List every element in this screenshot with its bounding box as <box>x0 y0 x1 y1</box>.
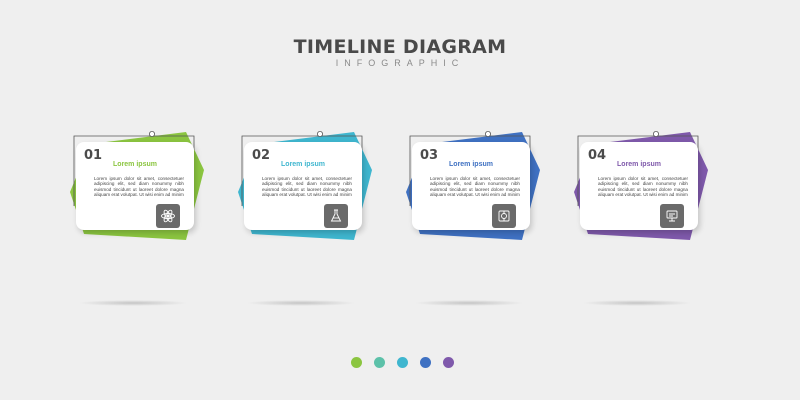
step-4-number: 04 <box>588 148 607 163</box>
timeline-step-1: 01 Lorem ipsum Lorem ipsum dolor sit ame… <box>68 128 208 243</box>
step-1-floor-shadow <box>78 300 188 306</box>
step-3-outline <box>409 135 531 206</box>
step-3-body: Lorem ipsum dolor sit amet, consectetuer… <box>430 176 520 198</box>
step-4-heading: Lorem ipsum <box>617 161 661 168</box>
timeline-step-4: 04 Lorem ipsum Lorem ipsum dolor sit ame… <box>572 128 712 243</box>
step-1-card: 01 Lorem ipsum Lorem ipsum dolor sit ame… <box>76 142 194 230</box>
step-4-pin <box>653 131 660 137</box>
atom-icon <box>156 204 180 228</box>
color-dot-2 <box>374 357 385 368</box>
timeline-step-3: 03 Lorem ipsum Lorem ipsum dolor sit ame… <box>404 128 544 243</box>
step-3-pin <box>485 131 492 137</box>
chemistry-icon <box>492 204 516 228</box>
color-dot-1 <box>351 357 362 368</box>
step-3-card: 03 Lorem ipsum Lorem ipsum dolor sit ame… <box>412 142 530 230</box>
step-2-outline <box>241 135 363 206</box>
step-2-body: Lorem ipsum dolor sit amet, consectetuer… <box>262 176 352 198</box>
microscope-icon <box>660 204 684 228</box>
step-2-floor-shadow <box>246 300 356 306</box>
step-1-number: 01 <box>84 148 103 163</box>
step-4-card: 04 Lorem ipsum Lorem ipsum dolor sit ame… <box>580 142 698 230</box>
step-1-body: Lorem ipsum dolor sit amet, consectetuer… <box>94 176 184 198</box>
color-dot-3 <box>397 357 408 368</box>
color-dot-4 <box>420 357 431 368</box>
step-2-pin <box>317 131 324 137</box>
color-dot-5 <box>443 357 454 368</box>
step-3-floor-shadow <box>414 300 524 306</box>
step-2-number: 02 <box>252 148 271 163</box>
color-dots <box>351 357 454 368</box>
step-1-heading: Lorem ipsum <box>113 161 157 168</box>
step-1-outline <box>73 135 195 206</box>
step-3-heading: Lorem ipsum <box>449 161 493 168</box>
step-1-pin <box>149 131 156 137</box>
step-2-card: 02 Lorem ipsum Lorem ipsum dolor sit ame… <box>244 142 362 230</box>
diagram-subtitle: INFOGRAPHIC <box>335 58 465 68</box>
diagram-title: TIMELINE DIAGRAM <box>293 36 507 58</box>
step-4-body: Lorem ipsum dolor sit amet, consectetuer… <box>598 176 688 198</box>
step-3-number: 03 <box>420 148 439 163</box>
step-4-outline <box>577 135 699 206</box>
flask-icon <box>324 204 348 228</box>
step-2-heading: Lorem ipsum <box>281 161 325 168</box>
step-4-floor-shadow <box>582 300 692 306</box>
timeline-step-2: 02 Lorem ipsum Lorem ipsum dolor sit ame… <box>236 128 376 243</box>
